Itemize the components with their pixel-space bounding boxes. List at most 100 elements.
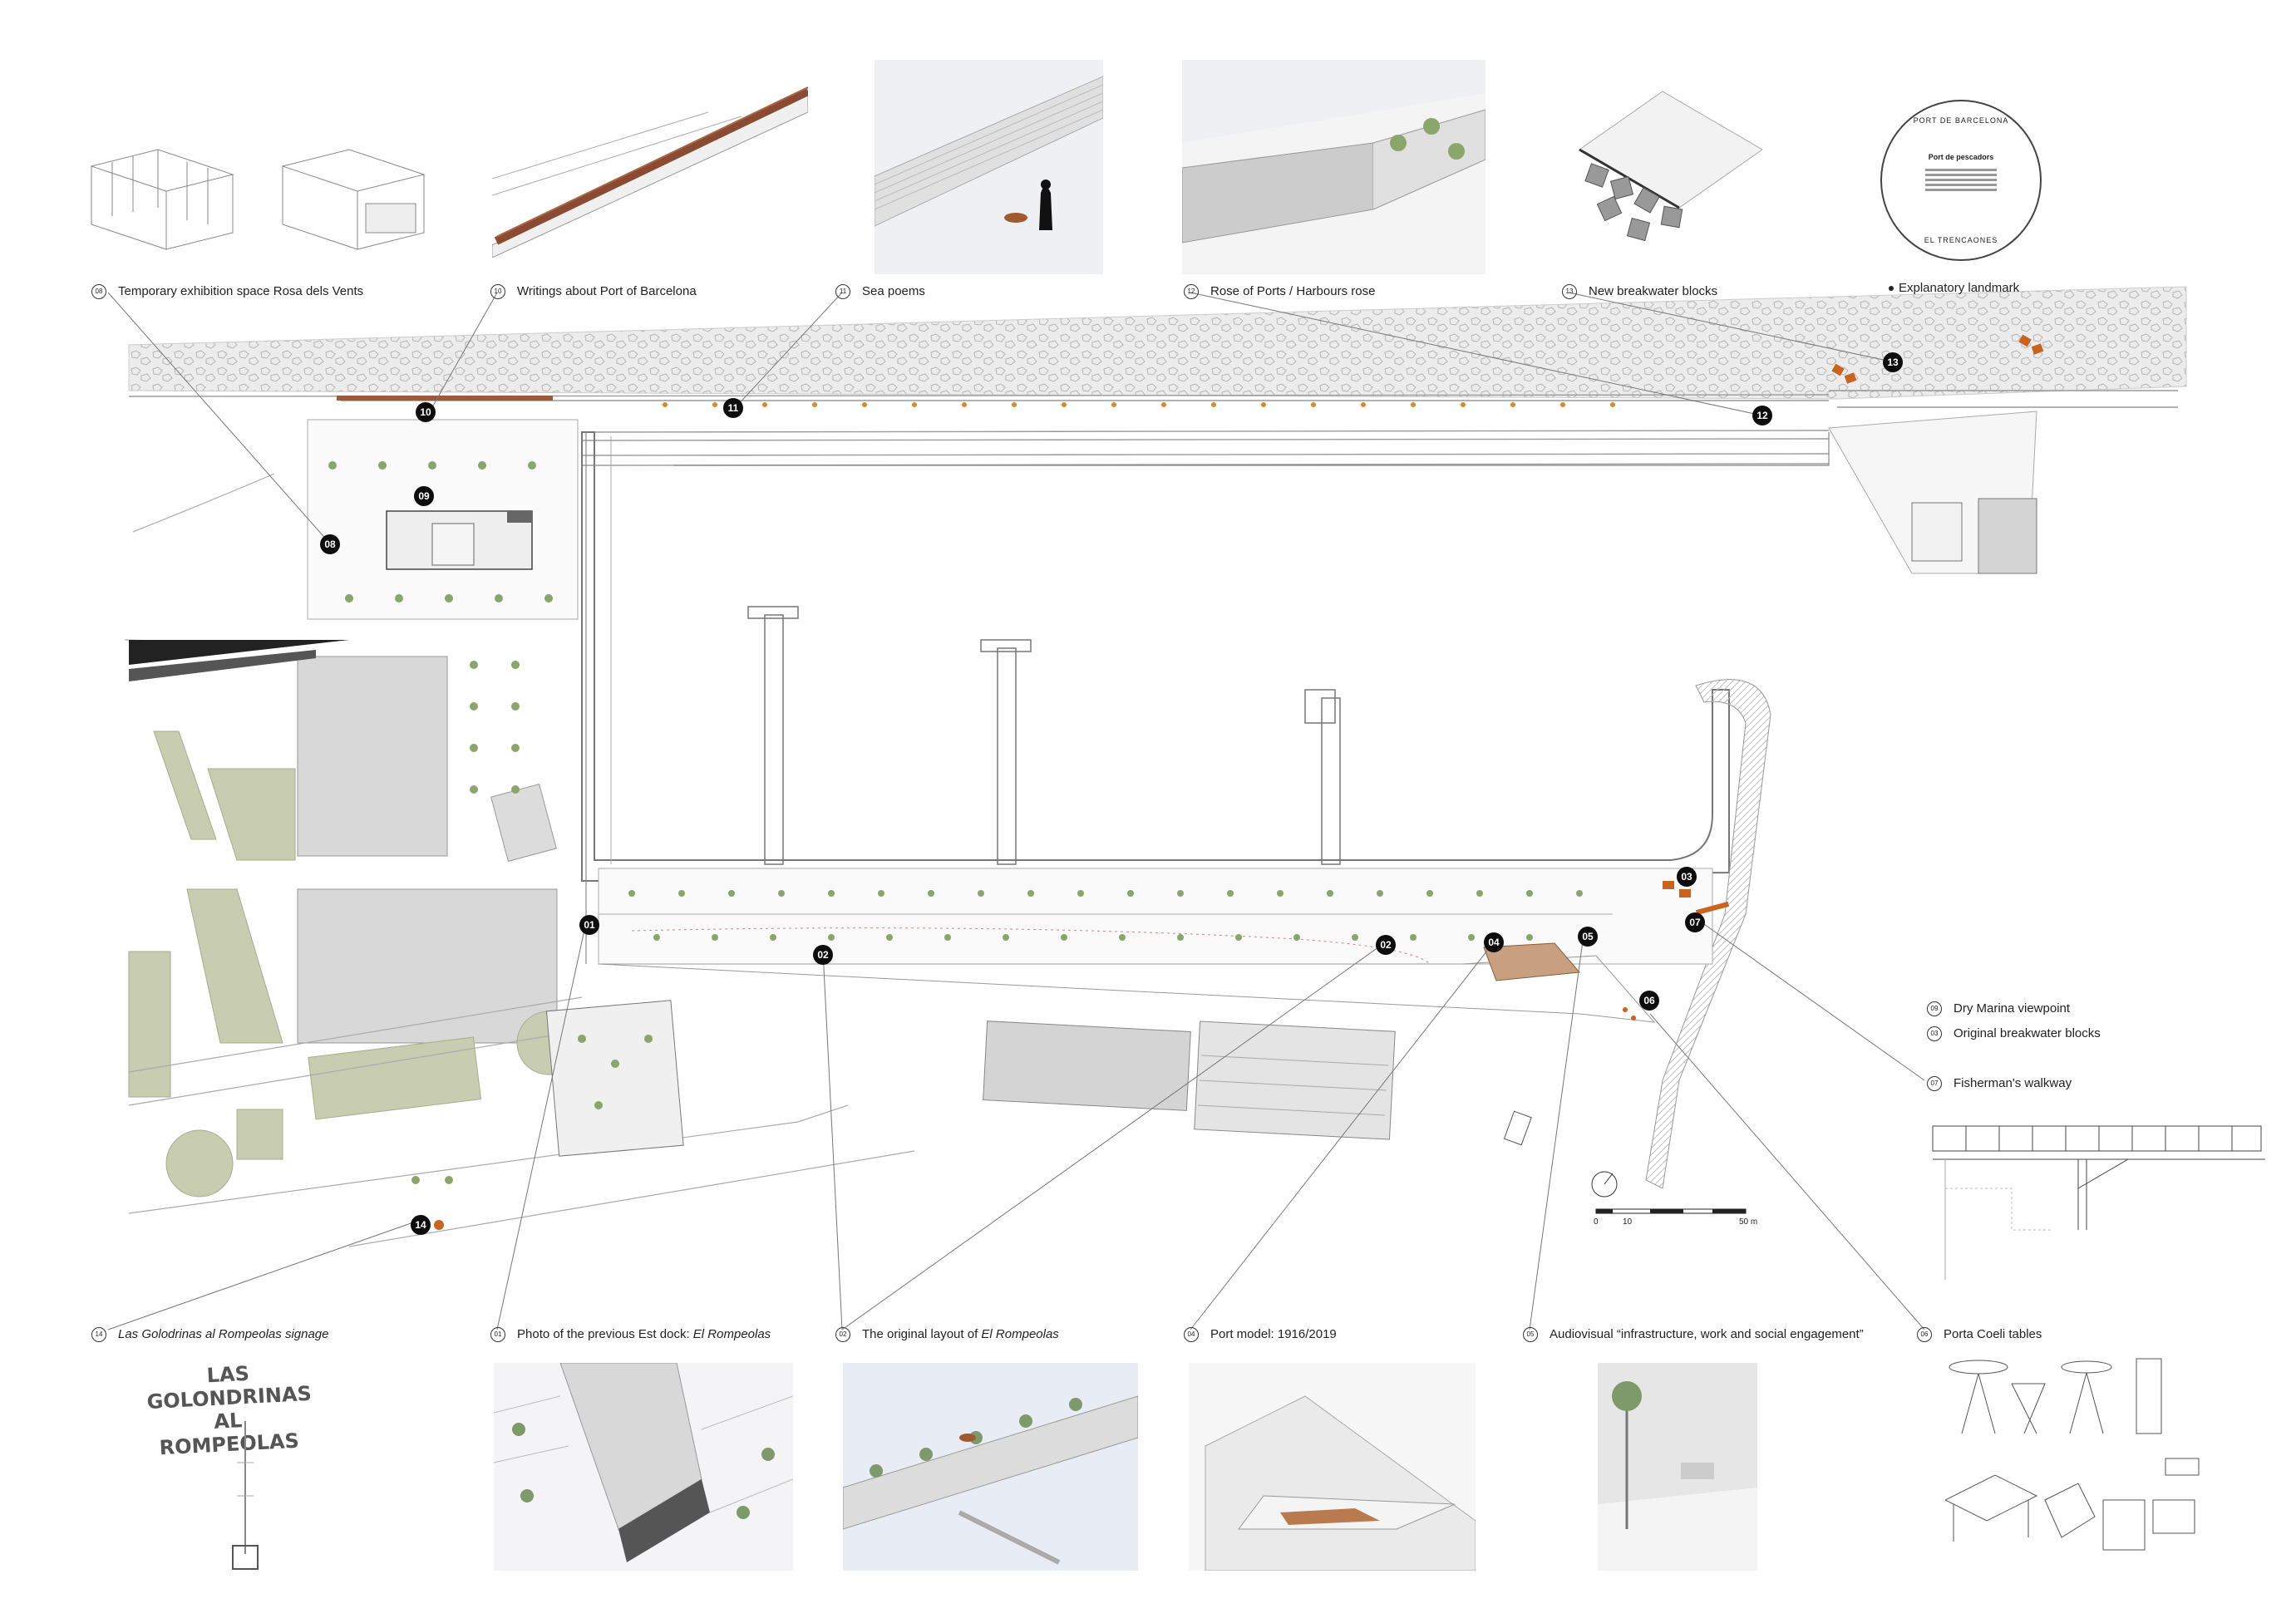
label-04-text: Port model: 1916/2019	[1210, 1327, 1337, 1341]
label-08: 08 Temporary exhibition space Rosa dels …	[91, 284, 363, 299]
label-03-num: 03	[1927, 1026, 1942, 1041]
label-10-num: 10	[490, 284, 505, 299]
east-breakwater	[1645, 679, 1771, 1189]
signage-graphic: LAS GOLONDRINAS AL ROMPEOLAS	[145, 1362, 312, 1571]
label-14-rest: signage	[281, 1327, 329, 1341]
label-12: 12 Rose of Ports / Harbours rose	[1184, 284, 1375, 299]
thumb-exhibition-space	[83, 116, 449, 258]
label-14-text: Las Golodrinas al Rompeolas signage	[118, 1327, 329, 1342]
landmark-title: Port de pescadors	[1928, 153, 1994, 161]
leader-lines	[107, 292, 1925, 1330]
thumb-audiovisual	[1598, 1363, 1757, 1571]
marker-04: 04	[1484, 932, 1504, 952]
breakwater-rocks	[128, 286, 2187, 400]
label-09-num: 09	[1927, 1001, 1942, 1016]
label-10: 10 Writings about Port of Barcelona	[490, 284, 697, 299]
label-01-text: Photo of the previous Est dock: El Rompe…	[517, 1327, 771, 1342]
landmark-ring-top: PORT DE BARCELONA	[1913, 116, 2009, 125]
marker-11: 11	[723, 398, 743, 418]
green-blocks	[128, 730, 581, 1198]
dock-outline	[581, 431, 1730, 882]
marker-06: 06	[1639, 991, 1659, 1011]
label-01: 01 Photo of the previous Est dock: El Ro…	[490, 1327, 771, 1342]
label-02-plain: The original layout of	[862, 1327, 982, 1341]
label-08-num: 08	[91, 284, 106, 299]
thumb-previous-dock	[494, 1363, 793, 1571]
marker-09: 09	[414, 486, 434, 506]
label-12-text: Rose of Ports / Harbours rose	[1210, 284, 1376, 298]
label-12-num: 12	[1184, 284, 1199, 299]
marker-10: 10	[416, 402, 436, 422]
building-3	[1978, 498, 2037, 574]
label-02-italic: El Rompeolas	[981, 1327, 1059, 1341]
orange-blocks	[434, 334, 2044, 1230]
label-landmark: Explanatory landmark	[1889, 281, 2019, 296]
label-02-text: The original layout of El Rompeolas	[862, 1327, 1059, 1342]
trees	[328, 461, 1583, 1184]
scale-ten: 10	[1623, 1217, 1633, 1227]
marker-05: 05	[1578, 927, 1598, 947]
building-1	[297, 656, 448, 857]
landmark-body-lines	[1925, 166, 1997, 194]
label-09-text: Dry Marina viewpoint	[1954, 1001, 2071, 1016]
marker-03: 03	[1677, 867, 1697, 887]
thumb-rose-of-ports	[1182, 60, 1486, 274]
piers	[747, 606, 1341, 865]
sea-poem-points	[663, 402, 1615, 407]
marker-14: 14	[411, 1215, 431, 1235]
marker-12: 12	[1752, 406, 1772, 425]
marker-13: 13	[1883, 352, 1903, 372]
thumb-original-layout	[843, 1363, 1138, 1571]
label-13-num: 13	[1562, 284, 1577, 299]
label-11-num: 11	[835, 284, 850, 299]
marker-01: 01	[579, 915, 599, 935]
explanatory-landmark-graphic: PORT DE BARCELONA Port de pescadors EL T…	[1880, 100, 2042, 261]
label-05-num: 05	[1523, 1327, 1538, 1342]
label-13-text: New breakwater blocks	[1589, 284, 1718, 298]
label-11: 11 Sea poems	[835, 284, 925, 299]
scale-end: 50 m	[1739, 1217, 1758, 1227]
label-05: 05 Audiovisual “infrastructure, work and…	[1523, 1327, 1864, 1342]
label-landmark-text: Explanatory landmark	[1899, 281, 2020, 295]
thumb-writings	[492, 79, 808, 258]
warehouse-1	[983, 1021, 1191, 1111]
label-03-text: Original breakwater blocks	[1954, 1026, 2101, 1040]
thumb-port-model	[1189, 1363, 1476, 1571]
marker-02a: 02	[813, 945, 833, 965]
label-11-text: Sea poems	[862, 284, 925, 298]
label-08-text: Temporary exhibition space Rosa dels Ven…	[118, 284, 364, 298]
label-04-num: 04	[1184, 1327, 1199, 1342]
marker-02b: 02	[1376, 935, 1396, 955]
label-03: 03 Original breakwater blocks	[1927, 1026, 2101, 1041]
label-14-num: 14	[91, 1327, 106, 1342]
building-2	[297, 888, 558, 1044]
label-06-text: Porta Coeli tables	[1944, 1327, 2042, 1341]
marker-08: 08	[320, 534, 340, 554]
label-07: 07 Fisherman's walkway	[1927, 1076, 2072, 1091]
label-01-num: 01	[490, 1327, 505, 1342]
scale-zero: 0	[1594, 1217, 1599, 1227]
label-02: 02 The original layout of El Rompeolas	[835, 1327, 1059, 1342]
walkway-elevation	[1932, 1125, 2265, 1280]
label-07-text: Fisherman's walkway	[1954, 1076, 2072, 1090]
porta-coeli-drawings	[1945, 1350, 2211, 1575]
warehouse-2	[1194, 1021, 1396, 1140]
label-14-italic: Las Golodrinas al Rompeolas	[118, 1327, 282, 1341]
label-13: 13 New breakwater blocks	[1562, 284, 1717, 299]
thumb-breakwater-blocks	[1563, 83, 1762, 258]
label-04: 04 Port model: 1916/2019	[1184, 1327, 1337, 1342]
label-02-num: 02	[835, 1327, 850, 1342]
label-09: 09 Dry Marina viewpoint	[1927, 1001, 2070, 1016]
label-05-text: Audiovisual “infrastructure, work and so…	[1550, 1327, 1864, 1341]
label-07-num: 07	[1927, 1076, 1942, 1091]
label-01-plain: Photo of the previous Est dock:	[517, 1327, 693, 1341]
label-14: 14 Las Golodrinas al Rompeolas signage	[91, 1327, 329, 1342]
label-06: 06 Porta Coeli tables	[1917, 1327, 2042, 1342]
label-01-italic: El Rompeolas	[692, 1327, 771, 1341]
thumb-sea-poems	[875, 60, 1103, 274]
label-06-num: 06	[1917, 1327, 1932, 1342]
marker-07: 07	[1685, 912, 1705, 932]
scale-bar	[1591, 1171, 1747, 1214]
label-10-text: Writings about Port of Barcelona	[517, 284, 697, 298]
